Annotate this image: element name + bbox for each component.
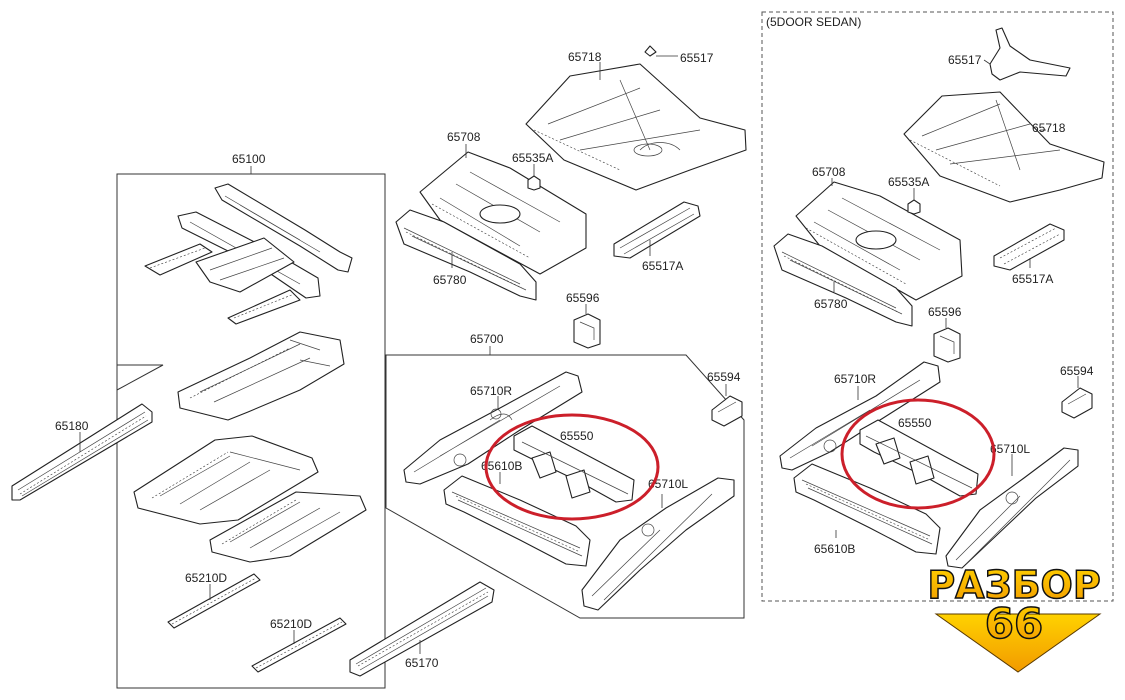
label-65170: 65170 bbox=[405, 656, 439, 670]
part-s65550 bbox=[859, 419, 979, 497]
part-s65710l bbox=[945, 447, 1079, 569]
group-5door-sedan: (5DOOR SEDAN) 65517 65718 65708 65535 bbox=[761, 11, 1114, 602]
variant-title: (5DOOR SEDAN) bbox=[766, 15, 861, 29]
label-s65610b: 65610B bbox=[814, 542, 855, 556]
frame-65700 bbox=[385, 354, 745, 619]
label-65517a: 65517A bbox=[642, 259, 683, 273]
part-s65517 bbox=[989, 27, 1071, 81]
label-65517: 65517 bbox=[680, 51, 714, 65]
part-s65535a bbox=[907, 199, 921, 215]
label-65180: 65180 bbox=[55, 419, 89, 433]
part-65210d-lower bbox=[251, 617, 347, 673]
label-65700: 65700 bbox=[470, 332, 504, 346]
part-65517a bbox=[613, 201, 701, 259]
part-65718 bbox=[525, 63, 747, 191]
label-65710r: 65710R bbox=[470, 384, 512, 398]
label-65210d-a: 65210D bbox=[185, 571, 227, 585]
label-65780: 65780 bbox=[433, 273, 467, 287]
label-s65596: 65596 bbox=[928, 305, 962, 319]
part-65517 bbox=[644, 45, 678, 57]
label-s65708: 65708 bbox=[812, 165, 846, 179]
part-65535a bbox=[527, 175, 541, 191]
part-s65517a bbox=[993, 223, 1065, 271]
part-s65780 bbox=[773, 233, 913, 327]
part-s65718 bbox=[903, 91, 1105, 203]
label-s65550: 65550 bbox=[898, 416, 932, 430]
label-65550: 65550 bbox=[560, 429, 594, 443]
label-s65517a: 65517A bbox=[1012, 272, 1053, 286]
part-65780 bbox=[395, 209, 537, 301]
highlight-circle-s65550 bbox=[840, 398, 996, 510]
label-65596: 65596 bbox=[566, 291, 600, 305]
label-65718: 65718 bbox=[568, 50, 602, 64]
frame-65100 bbox=[116, 173, 386, 689]
part-s65596 bbox=[933, 327, 961, 363]
part-65710r bbox=[403, 371, 583, 485]
label-s65594: 65594 bbox=[1060, 364, 1094, 378]
part-65610b bbox=[443, 475, 591, 567]
label-s65535a: 65535A bbox=[888, 175, 929, 189]
label-s65710l: 65710L bbox=[990, 442, 1030, 456]
label-65708: 65708 bbox=[447, 130, 481, 144]
label-65610b: 65610B bbox=[481, 459, 522, 473]
part-s65594 bbox=[1061, 387, 1093, 419]
part-center-floor bbox=[177, 331, 345, 421]
highlight-circle-65550 bbox=[484, 413, 660, 521]
label-65210d-b: 65210D bbox=[270, 617, 312, 631]
label-65100: 65100 bbox=[232, 152, 266, 166]
part-65710l bbox=[581, 477, 735, 611]
part-rear-floor-rails bbox=[144, 183, 353, 325]
watermark-logo: РАЗБОР 66 bbox=[927, 562, 1102, 673]
label-65710l: 65710L bbox=[648, 477, 688, 491]
label-65594: 65594 bbox=[707, 370, 741, 384]
part-65180 bbox=[11, 403, 153, 501]
frame-5door-sedan bbox=[761, 11, 1114, 602]
label-65535a: 65535A bbox=[512, 151, 553, 165]
part-rear-floor bbox=[209, 491, 367, 563]
watermark-chevron bbox=[934, 613, 1102, 673]
label-s65710r: 65710R bbox=[834, 372, 876, 386]
part-s65708 bbox=[795, 181, 963, 301]
part-s65710r bbox=[779, 361, 941, 471]
part-front-floor bbox=[133, 435, 319, 525]
watermark-line2: 66 bbox=[985, 599, 1043, 648]
watermark-line1: РАЗБОР bbox=[927, 563, 1100, 607]
label-s65718: 65718 bbox=[1032, 121, 1066, 135]
label-s65780: 65780 bbox=[814, 297, 848, 311]
label-s65517: 65517 bbox=[948, 53, 982, 67]
group-65100: 65100 bbox=[11, 152, 386, 689]
part-65594 bbox=[711, 395, 743, 427]
part-65170 bbox=[349, 581, 495, 677]
part-65596 bbox=[573, 313, 601, 349]
part-65550 bbox=[513, 425, 635, 503]
part-65210d-upper bbox=[167, 573, 261, 629]
group-65700: 65700 65710R 65550 65610B bbox=[385, 332, 745, 619]
